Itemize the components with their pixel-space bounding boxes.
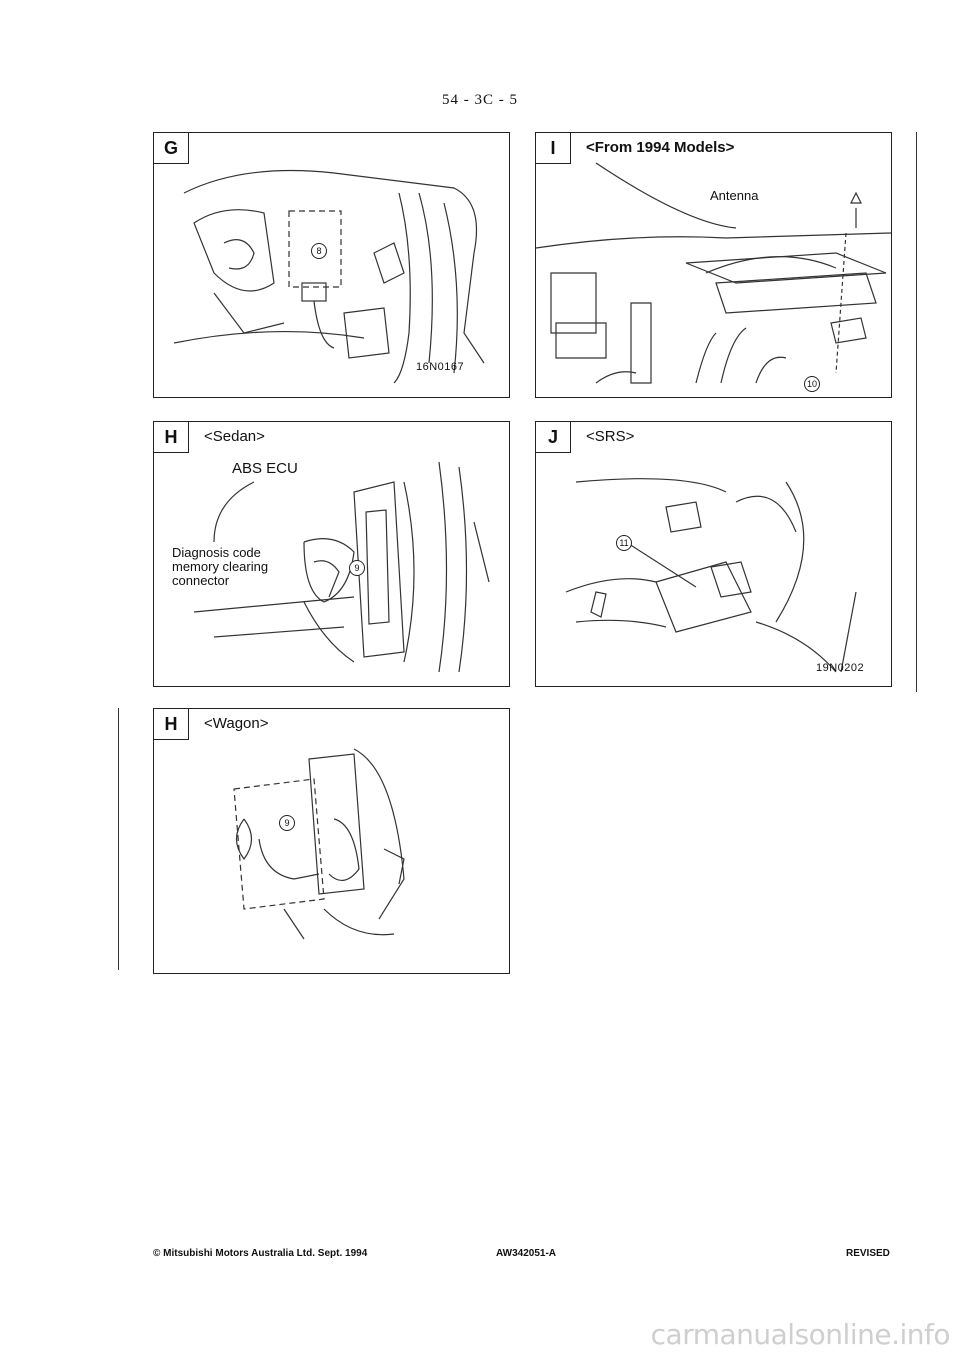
panel-letter: J — [536, 422, 571, 453]
panel-letter: I — [536, 133, 571, 164]
panel-j: J <SRS> 11 19N0202 — [535, 421, 892, 687]
antenna-illustration — [536, 162, 891, 384]
callout-10: 10 — [804, 376, 820, 392]
panel-h-sedan: H <Sedan> ABS ECU Diagnosis code memory … — [153, 421, 510, 687]
margin-rule-left — [118, 708, 119, 970]
callout-9: 9 — [349, 560, 365, 576]
callout-8: 8 — [311, 243, 327, 259]
figure-code: 19N0202 — [816, 662, 865, 674]
dashboard-illustration — [173, 169, 485, 384]
margin-rule-right — [916, 132, 917, 692]
panel-title: <Wagon> — [204, 715, 269, 732]
abs-ecu-label: ABS ECU — [232, 460, 298, 477]
watermark: carmanualsonline.info — [650, 1318, 951, 1351]
footer-status: REVISED — [846, 1248, 890, 1259]
panel-title: <From 1994 Models> — [586, 139, 735, 156]
panel-title: <SRS> — [586, 428, 635, 445]
panel-letter: H — [154, 422, 189, 453]
srs-unit-illustration — [565, 478, 857, 673]
panel-letter: H — [154, 709, 189, 740]
panel-h-wagon: H <Wagon> 9 — [153, 708, 510, 974]
diagnosis-connector-label: Diagnosis code memory clearing connector — [172, 545, 269, 588]
panel-title: <Sedan> — [204, 428, 265, 445]
callout-9: 9 — [279, 815, 295, 831]
antenna-label: Antenna — [710, 188, 759, 203]
figure-code: 16N0167 — [416, 361, 465, 373]
footer-doc-code: AW342051-A — [496, 1248, 557, 1259]
wagon-ecu-illustration — [233, 748, 405, 940]
panel-letter: G — [154, 133, 189, 164]
page-number: 54 - 3C - 5 — [442, 92, 518, 108]
abs-ecu-illustration — [193, 461, 490, 673]
panel-i: I <From 1994 Models> Antenna 10 — [535, 132, 892, 398]
footer-copyright: © Mitsubishi Motors Australia Ltd. Sept.… — [153, 1248, 368, 1259]
callout-11: 11 — [616, 535, 632, 551]
panel-g: G 8 16N0167 — [153, 132, 510, 398]
